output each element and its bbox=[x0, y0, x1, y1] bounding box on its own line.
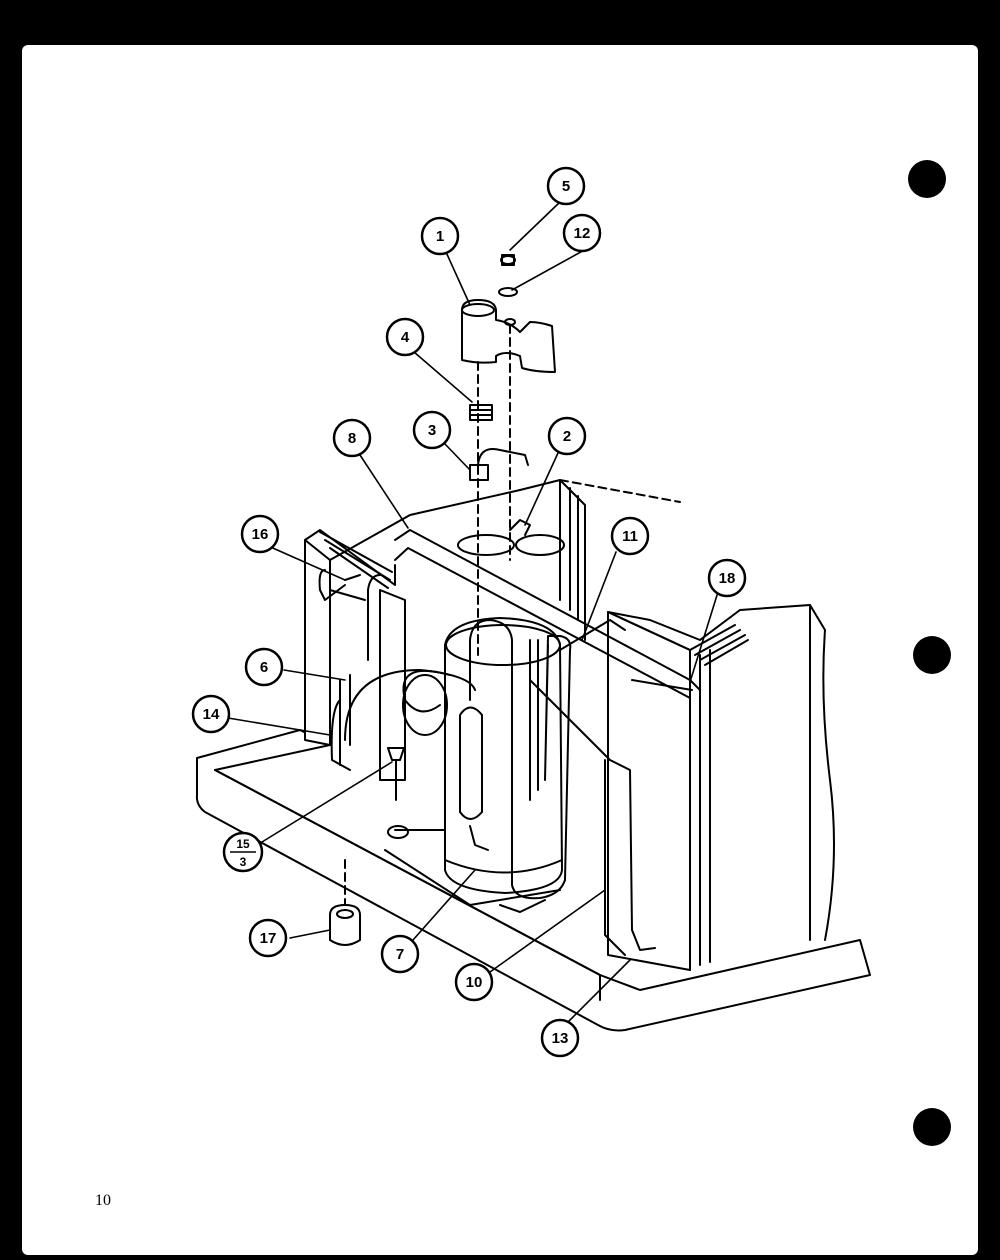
svg-text:1: 1 bbox=[436, 228, 444, 245]
svg-text:3: 3 bbox=[428, 422, 436, 439]
callout-15-3: 15 3 bbox=[222, 831, 264, 873]
callout-4: 4 bbox=[385, 317, 425, 357]
callout-1: 1 bbox=[420, 216, 460, 256]
svg-text:10: 10 bbox=[466, 974, 483, 991]
svg-text:3: 3 bbox=[240, 855, 247, 869]
callout-13: 13 bbox=[540, 1018, 580, 1058]
leader-lines bbox=[227, 201, 719, 1023]
refrigerant-tubing bbox=[318, 529, 701, 956]
callout-14: 14 bbox=[191, 694, 231, 734]
mounting-screw bbox=[387, 747, 405, 801]
callout-16: 16 bbox=[240, 514, 280, 554]
binder-hole-middle bbox=[913, 636, 951, 674]
svg-text:18: 18 bbox=[719, 570, 736, 587]
svg-text:5: 5 bbox=[562, 178, 570, 195]
motor-mount bbox=[461, 254, 556, 373]
accumulator bbox=[459, 687, 489, 851]
callout-8: 8 bbox=[332, 418, 372, 458]
callout-5: 5 bbox=[546, 166, 586, 206]
svg-text:14: 14 bbox=[203, 706, 220, 723]
svg-text:4: 4 bbox=[401, 329, 410, 346]
callouts: 1 2 3 4 5 6 7 8 bbox=[191, 166, 747, 1058]
right-coil bbox=[607, 604, 835, 971]
callout-2: 2 bbox=[547, 416, 587, 456]
svg-text:15: 15 bbox=[236, 837, 250, 851]
callout-10: 10 bbox=[454, 962, 494, 1002]
svg-text:13: 13 bbox=[552, 1030, 569, 1047]
svg-text:11: 11 bbox=[622, 528, 638, 545]
base-pan bbox=[195, 729, 871, 1032]
svg-text:2: 2 bbox=[563, 428, 571, 445]
alignment-lines bbox=[344, 324, 681, 906]
svg-text:12: 12 bbox=[574, 225, 591, 242]
capillary-tube bbox=[344, 669, 476, 741]
svg-text:8: 8 bbox=[348, 430, 356, 447]
svg-text:16: 16 bbox=[252, 526, 269, 543]
svg-text:17: 17 bbox=[260, 930, 277, 947]
binder-hole-top bbox=[908, 160, 946, 198]
callout-7: 7 bbox=[380, 934, 420, 974]
isolator bbox=[329, 904, 361, 946]
callout-12: 12 bbox=[562, 213, 602, 253]
callout-6: 6 bbox=[244, 647, 284, 687]
page-number: 10 bbox=[95, 1192, 111, 1209]
callout-18: 18 bbox=[707, 558, 747, 598]
svg-text:7: 7 bbox=[396, 946, 404, 963]
callout-17: 17 bbox=[248, 918, 288, 958]
callout-3: 3 bbox=[412, 410, 452, 450]
binder-hole-bottom bbox=[913, 1108, 951, 1146]
grommet bbox=[469, 404, 493, 421]
compressor-top-plate bbox=[457, 519, 565, 556]
svg-text:6: 6 bbox=[260, 659, 268, 676]
back-coil bbox=[519, 479, 586, 641]
callout-11: 11 bbox=[610, 516, 650, 556]
